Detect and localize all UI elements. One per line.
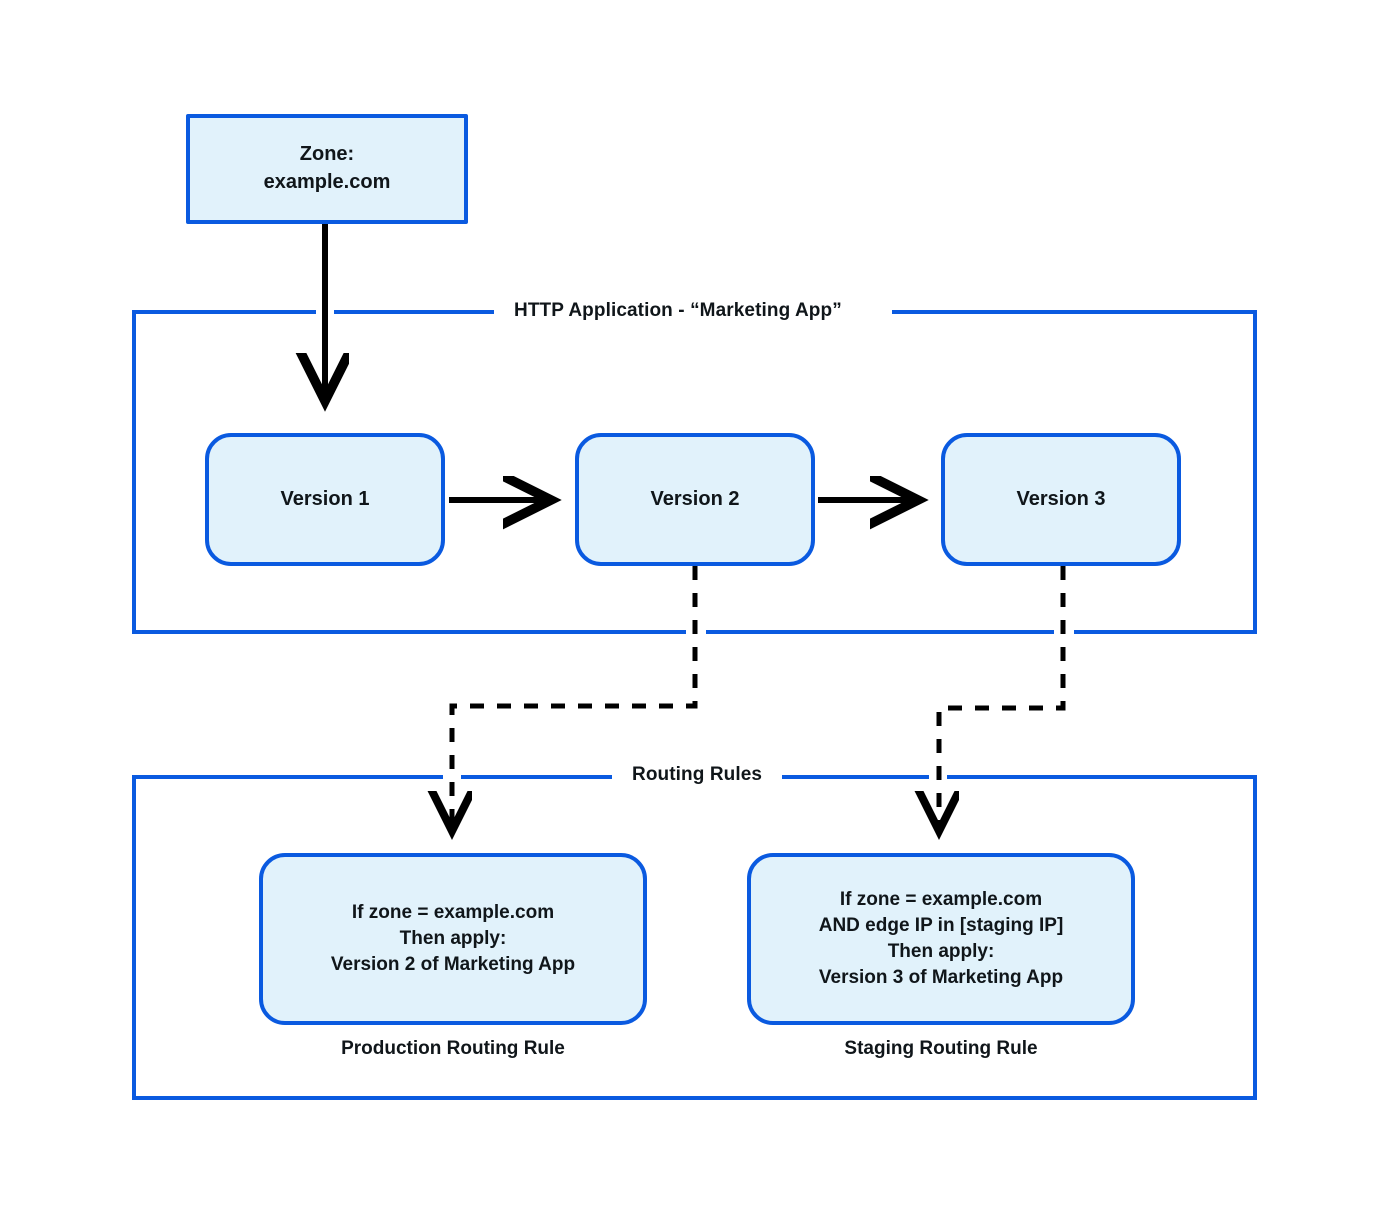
version-2-label: Version 2 [650,487,740,510]
version-1-label: Version 1 [280,487,370,510]
http-group-bottom-gap-v2 [686,624,706,640]
http-group-bottom-gap-v3 [1054,624,1074,640]
version-3-label: Version 3 [1016,487,1106,510]
zone-node[interactable]: Zone: example.com [186,114,468,224]
zone-node-label: Zone: example.com [263,143,391,193]
version-3-node[interactable]: Version 3 [941,433,1181,566]
staging-routing-rule-body: If zone = example.com AND edge IP in [st… [818,888,1064,989]
routing-rules-group-title: Routing Rules [618,762,777,788]
routing-group-top-gap-staging [929,769,947,783]
staging-routing-rule-node[interactable]: If zone = example.com AND edge IP in [st… [747,853,1135,1025]
staging-routing-rule-caption: Staging Routing Rule [844,1038,1038,1059]
routing-group-top-gap-production [443,769,461,783]
version-1-node[interactable]: Version 1 [205,433,445,566]
production-routing-rule-node[interactable]: If zone = example.com Then apply: Versio… [259,853,647,1025]
production-routing-rule-caption: Production Routing Rule [341,1038,565,1059]
http-application-group-title: HTTP Application - “Marketing App” [500,298,856,324]
version-2-node[interactable]: Version 2 [575,433,815,566]
http-group-top-gap-zone-arrow [316,304,334,320]
production-routing-rule-body: If zone = example.com Then apply: Versio… [330,901,576,976]
